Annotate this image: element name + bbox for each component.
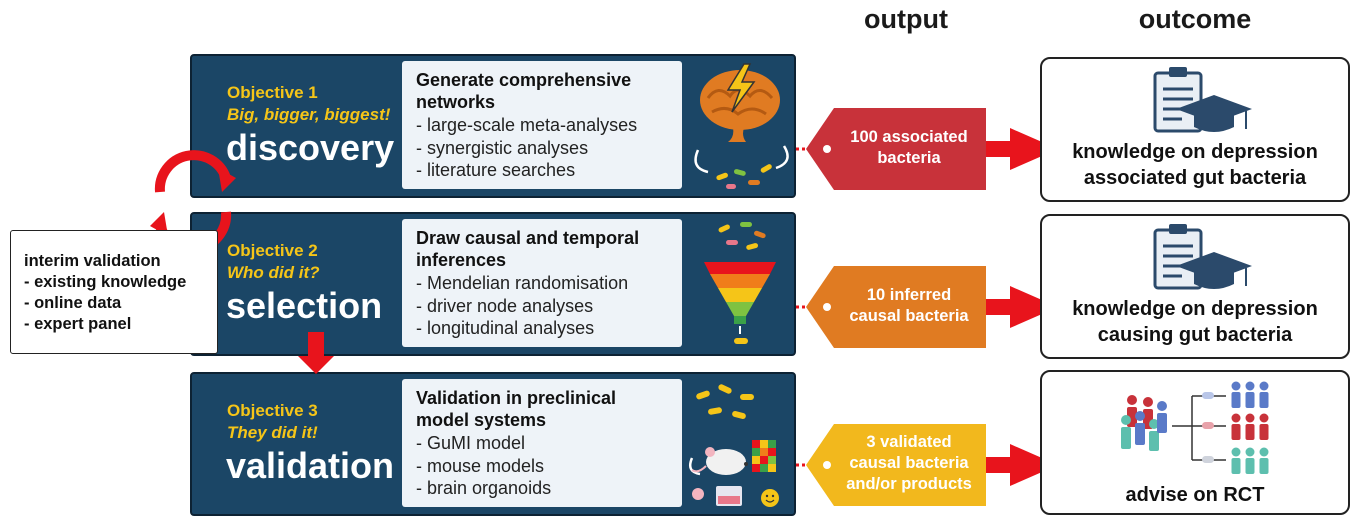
objective-1-item: - synergistic analyses [416, 137, 589, 158]
objective-1-number: Objective 1 [227, 83, 318, 102]
right-arrow-3-shaft [986, 457, 1012, 473]
outcome-2-line1: knowledge on depression [1072, 298, 1318, 320]
output-tag-3-line3: and/or products [846, 475, 972, 493]
interim-item: - existing knowledge [24, 273, 187, 291]
objective-3-box-title: Validation in preclinical model systems [416, 388, 617, 430]
objective-1-panel: Objective 1 Big, bigger, biggest! discov… [190, 54, 796, 198]
objective-3-name: validation [226, 445, 395, 486]
outcome-box-2: knowledge on depression causing gut bact… [1040, 214, 1350, 359]
objective-2-item: - Mendelian randomisation [416, 273, 629, 293]
right-arrow-2-head [1010, 286, 1058, 328]
objective-3-description: Validation in preclinical model systems … [402, 379, 682, 507]
output-tag-2 [806, 266, 986, 348]
objective-2-box-title: Draw causal and temporal inferences [416, 228, 640, 270]
output-header: output [864, 4, 948, 34]
objective-3-number: Objective 3 [227, 401, 318, 420]
objective-1-description: Generate comprehensive networks - large-… [402, 61, 682, 189]
objective-2-panel: Objective 2 Who did it? selection Draw c… [190, 212, 796, 356]
objective-2-subtitle: Who did it? [227, 263, 320, 282]
tag-hole-1 [823, 145, 831, 153]
tag-hole-3 [823, 461, 831, 469]
funnel-icon [704, 222, 776, 344]
mouse-model-icon [689, 384, 779, 507]
outcome-1-line2: associated gut bacteria [1083, 167, 1307, 189]
output-tag-3 [806, 424, 986, 506]
objective-1-box-title: Generate comprehensive networks [416, 70, 632, 112]
interim-item: - expert panel [24, 315, 132, 333]
right-arrow-1-shaft [986, 141, 1012, 157]
objective-1-subtitle: Big, bigger, biggest! [227, 105, 391, 124]
cycle-arrow-top [154, 150, 231, 193]
objective-2-name: selection [226, 285, 383, 326]
output-tag-1-line1: 100 associated [850, 128, 968, 146]
output-tag-3-label: 3 validated causal bacteria and/or produ… [806, 424, 986, 524]
cycle-arrowhead-top [218, 168, 236, 192]
outcome-header: outcome [1138, 4, 1252, 34]
brain-lightning-icon [694, 63, 789, 189]
outcome-2-line2: causing gut bacteria [1097, 324, 1293, 346]
tag-hole-2 [823, 303, 831, 311]
output-tag-1 [806, 108, 986, 190]
knowledge-graduation-icon [1153, 224, 1252, 290]
objective-2-item: - driver node analyses [416, 295, 594, 316]
outcome-1-line1: knowledge on depression [1072, 141, 1318, 163]
down-arrow-shaft [308, 332, 324, 358]
output-tag-3-line2: causal bacteria [849, 454, 969, 472]
objective-3-subtitle: They did it! [227, 423, 318, 442]
rct-population-icon [1121, 381, 1269, 474]
objective-3-item: - mouse models [416, 455, 545, 476]
objective-1-name: discovery [226, 127, 395, 168]
output-tag-1-line2: bacteria [877, 149, 941, 167]
interim-validation-box: interim validation - existing knowledge … [10, 230, 218, 354]
objective-2-description: Draw causal and temporal inferences - Me… [402, 219, 682, 347]
knowledge-graduation-icon [1153, 67, 1252, 133]
interim-title: interim validation [24, 252, 161, 270]
right-arrow-3-head [1010, 444, 1058, 486]
outcome-box-1: knowledge on depression associated gut b… [1040, 57, 1350, 202]
interim-item: - online data [24, 294, 122, 312]
right-arrow-1-head [1010, 128, 1058, 170]
down-arrow-head [298, 356, 334, 374]
objective-3-item: - brain organoids [416, 478, 552, 498]
objective-1-item: - large-scale meta-analyses [416, 115, 638, 135]
outcome-3-line1: advise on RCT [1125, 484, 1265, 506]
objective-1-item: - literature searches [416, 160, 576, 180]
output-tag-2-line2: causal bacteria [849, 307, 969, 325]
objective-3-item: - GuMI model [416, 433, 526, 453]
objective-2-item: - longitudinal analyses [416, 318, 595, 338]
objective-3-panel: Objective 3 They did it! validation Vali… [190, 372, 796, 516]
output-tag-2-line1: 10 inferred [866, 286, 952, 304]
output-tag-3-line1: 3 validated [866, 433, 952, 451]
output-tag-2-label: 10 inferred causal bacteria [806, 266, 986, 366]
outcome-box-3: advise on RCT [1040, 370, 1350, 515]
objective-2-number: Objective 2 [227, 241, 318, 260]
output-tag-1-label: 100 associated bacteria [806, 108, 986, 208]
right-arrow-2-shaft [986, 299, 1012, 315]
